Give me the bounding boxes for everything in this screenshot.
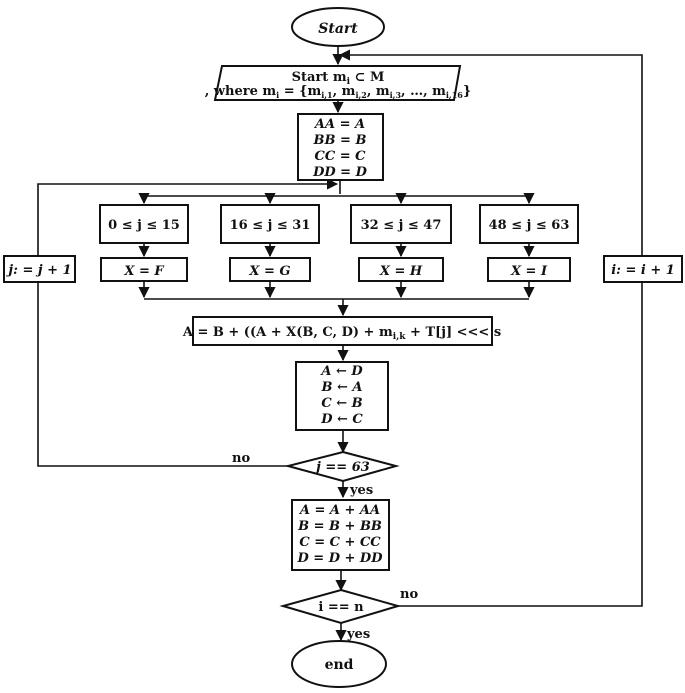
i-increment-box: i: = i + 1 (603, 255, 683, 283)
init-line-4: DD = D (312, 165, 367, 180)
decision-i-yes-label: yes (346, 627, 370, 642)
decision-i-label: i == n (318, 600, 364, 615)
start-label: Start (318, 21, 358, 37)
end-label: end (325, 657, 354, 673)
connectors (37, 46, 643, 642)
assign-label-1: X = F (123, 264, 164, 279)
decision-j-no-label: no (232, 451, 250, 466)
range-label-1: 0 ≤ j ≤ 15 (108, 218, 180, 233)
decision-j-label: j == 63 (313, 460, 370, 475)
start-terminal: Start (291, 7, 385, 47)
assign-label-4: X = I (510, 264, 548, 279)
assign-label-2: X = G (248, 264, 290, 279)
decision-j: j == 63 no yes (232, 450, 400, 498)
loop-j-back (37, 178, 339, 467)
assign-box-3: X = H (358, 257, 444, 282)
rotate-box: A ← D B ← A C ← B D ← C (295, 361, 389, 431)
decision-j-yes-label: yes (349, 483, 373, 498)
final-box: A = A + AA B = B + BB C = C + CC D = D +… (291, 499, 390, 571)
init-line-2: BB = B (313, 133, 367, 148)
range-box-2: 16 ≤ j ≤ 31 (220, 204, 320, 244)
final-line-1: A = A + AA (298, 503, 380, 518)
range-box-1: 0 ≤ j ≤ 15 (99, 204, 189, 244)
assign-box-2: X = G (229, 257, 311, 282)
decision-i-no-label: no (400, 587, 418, 602)
j-increment-box: j: = j + 1 (3, 255, 76, 283)
range-box-3: 32 ≤ j ≤ 47 (350, 204, 452, 244)
rotate-line-2: B ← A (320, 380, 362, 395)
input-box: Start mi ⊂ M , where mi = {mi,1, mi,2, m… (205, 65, 471, 101)
end-terminal: end (291, 640, 387, 688)
init-line-1: AA = A (313, 117, 365, 132)
assign-box-4: X = I (487, 257, 571, 282)
input-line-1: Start mi ⊂ M (292, 70, 385, 87)
decision-i: i == n no yes (279, 587, 418, 642)
init-box: AA = A BB = B CC = C DD = D (297, 113, 384, 181)
range-label-3: 32 ≤ j ≤ 47 (361, 218, 442, 233)
rotate-line-3: C ← B (321, 396, 362, 411)
final-line-2: B = B + BB (297, 519, 382, 534)
range-box-4: 48 ≤ j ≤ 63 (479, 204, 579, 244)
j-increment-label: j: = j + 1 (5, 263, 71, 278)
assign-box-1: X = F (100, 257, 188, 282)
loop-i-back (338, 49, 643, 607)
formula-label: A = B + ((A + X(B, C, D) + mi,k + T[j] <… (182, 325, 501, 342)
rotate-line-1: A ← D (319, 364, 363, 379)
final-line-4: D = D + DD (297, 551, 384, 566)
assign-label-3: X = H (379, 264, 423, 279)
rotate-line-4: D ← C (320, 412, 363, 427)
i-increment-label: i: = i + 1 (611, 263, 675, 278)
init-line-3: CC = C (315, 149, 367, 164)
range-label-2: 16 ≤ j ≤ 31 (230, 218, 311, 233)
formula-box: A = B + ((A + X(B, C, D) + mi,k + T[j] <… (182, 316, 501, 346)
input-line-2: , where mi = {mi,1, mi,2, mi,3, …, mi,16… (205, 84, 471, 100)
final-line-3: C = C + CC (299, 535, 381, 550)
range-label-4: 48 ≤ j ≤ 63 (489, 218, 570, 233)
